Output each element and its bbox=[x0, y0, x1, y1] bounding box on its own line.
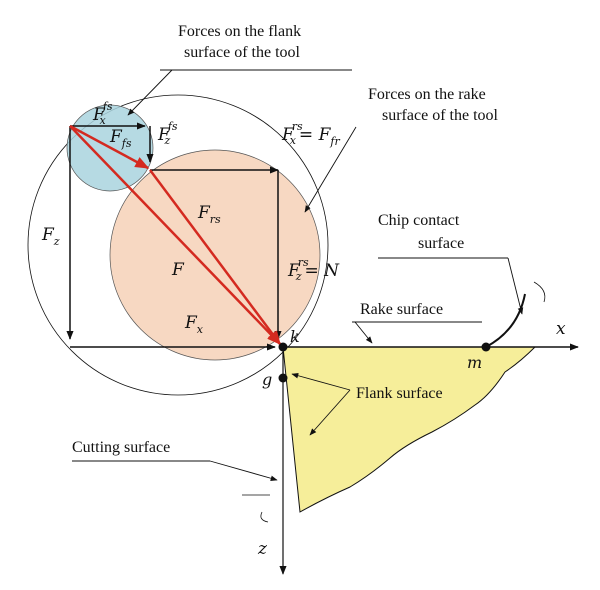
ffs-vector bbox=[69, 124, 150, 170]
leader-flank-surface-2 bbox=[309, 389, 351, 436]
label-chip-contact-1: Chip contact bbox=[378, 212, 460, 229]
leader-flank-surface-1 bbox=[291, 372, 351, 391]
label-flank-surface: Flank surface bbox=[356, 385, 443, 402]
label-cutting-surface: Cutting surface bbox=[72, 439, 170, 456]
label-rake-surface: Rake surface bbox=[360, 301, 443, 318]
tool-body bbox=[282, 346, 537, 513]
frs-vector bbox=[148, 169, 282, 346]
leader-rake-forces bbox=[304, 126, 357, 213]
point-k bbox=[278, 342, 288, 352]
leader-chip-contact bbox=[507, 257, 524, 315]
cutting-bracket bbox=[242, 494, 270, 523]
label-chip-contact-2: surface bbox=[418, 235, 464, 252]
sym-k: k bbox=[290, 327, 300, 346]
chip-contact-curve bbox=[485, 293, 526, 348]
sym-m: m bbox=[467, 353, 482, 372]
sym-g: g bbox=[262, 370, 272, 389]
sym-frs: Frs bbox=[197, 203, 221, 226]
label-flank-forces-1: Forces on the flank bbox=[178, 23, 301, 40]
label-flank-forces-2: surface of the tool bbox=[184, 44, 301, 61]
label-rake-forces-1: Forces on the rake bbox=[368, 86, 486, 103]
sym-x-axis: x bbox=[556, 319, 566, 339]
label-rake-forces-2: surface of the tool bbox=[382, 107, 499, 124]
sym-f: F bbox=[171, 260, 185, 280]
leader-rake-surface bbox=[354, 321, 373, 344]
chip-bracket bbox=[533, 281, 546, 303]
resultant-circle bbox=[27, 94, 329, 396]
f-resultant-vector bbox=[69, 125, 281, 346]
leader-cutting-surface bbox=[209, 460, 278, 481]
sym-ffs: Ffs bbox=[109, 127, 132, 150]
point-g bbox=[278, 373, 288, 383]
sym-fx: Fx bbox=[184, 313, 204, 336]
sym-fz: Fz bbox=[41, 225, 60, 248]
sym-z-axis: z bbox=[257, 539, 268, 559]
leader-flank-forces bbox=[127, 69, 173, 116]
